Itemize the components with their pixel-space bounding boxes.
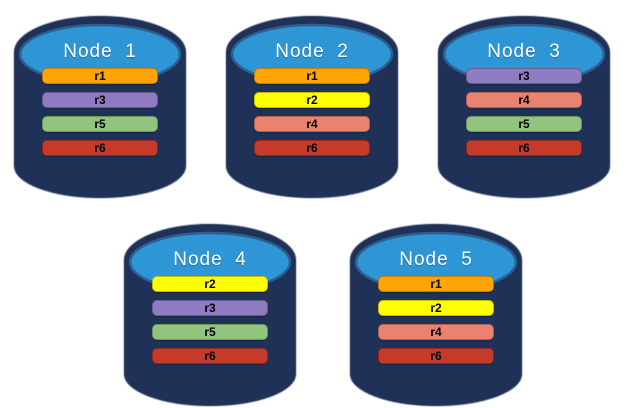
replica-bar: r5: [152, 324, 268, 340]
replica-bar: r6: [378, 348, 494, 364]
replica-bar: r5: [466, 116, 582, 132]
node-3: Node 3 r3 r4 r5 r6: [436, 8, 612, 200]
node-title: Node 3: [487, 41, 561, 62]
replica-bar: r4: [378, 324, 494, 340]
node-title: Node 4: [173, 249, 247, 270]
node-title: Node 5: [399, 249, 473, 270]
replica-list: r2 r3 r5 r6: [152, 276, 268, 372]
replica-bar: r3: [42, 92, 158, 108]
node-title: Node 1: [63, 41, 137, 62]
replica-bar: r6: [152, 348, 268, 364]
replica-list: r3 r4 r5 r6: [466, 68, 582, 164]
node-2: Node 2 r1 r2 r4 r6: [224, 8, 400, 200]
replica-bar: r2: [378, 300, 494, 316]
replica-bar: r1: [378, 276, 494, 292]
replica-bar: r6: [42, 140, 158, 156]
replica-bar: r6: [466, 140, 582, 156]
replica-bar: r2: [254, 92, 370, 108]
node-title: Node 2: [275, 41, 349, 62]
replica-bar: r4: [466, 92, 582, 108]
replica-bar: r5: [42, 116, 158, 132]
replica-bar: r4: [254, 116, 370, 132]
replica-bar: r1: [254, 68, 370, 84]
replica-bar: r6: [254, 140, 370, 156]
replica-list: r1 r3 r5 r6: [42, 68, 158, 164]
replica-bar: r1: [42, 68, 158, 84]
replica-bar: r2: [152, 276, 268, 292]
node-1: Node 1 r1 r3 r5 r6: [12, 8, 188, 200]
replica-bar: r3: [466, 68, 582, 84]
replica-bar: r3: [152, 300, 268, 316]
node-5: Node 5 r1 r2 r4 r6: [348, 216, 524, 408]
node-4: Node 4 r2 r3 r5 r6: [122, 216, 298, 408]
replica-list: r1 r2 r4 r6: [378, 276, 494, 372]
replica-list: r1 r2 r4 r6: [254, 68, 370, 164]
